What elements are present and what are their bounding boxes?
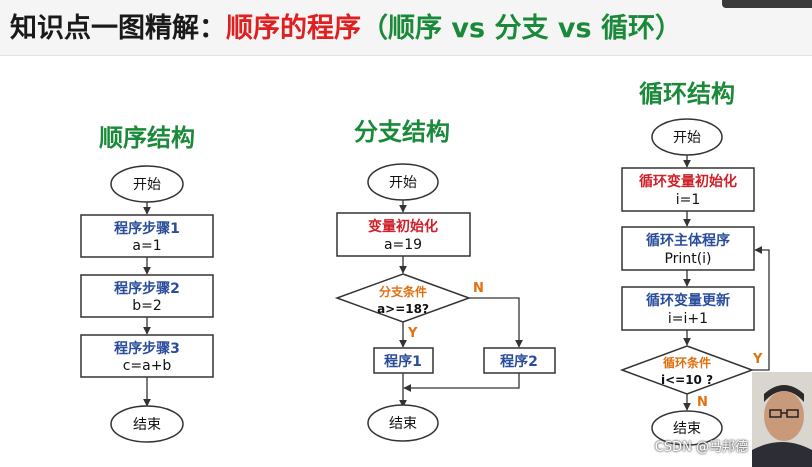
branch-start-label: 开始 (389, 175, 417, 191)
loop-body-label: 循环主体程序 (646, 232, 730, 249)
loop-start-label: 开始 (673, 130, 701, 146)
branch-yes-label: Y (407, 326, 418, 341)
branch-init-box (336, 212, 471, 257)
sequence-step3-code: c=a+b (123, 358, 172, 374)
sequence-step3-box (80, 334, 214, 378)
loop-yes-label: Y (752, 352, 763, 367)
branch-end-label: 结束 (389, 416, 417, 432)
title-part-3: （顺序 vs 分支 vs 循环） (361, 13, 682, 44)
loop-end-node (651, 410, 723, 446)
loop-init-code: i=1 (676, 192, 701, 208)
sequence-start-label: 开始 (133, 177, 161, 193)
branch-end-node (367, 404, 439, 442)
loop-structure: 循环结构 开始 循环变量初始化 i=1 循环主体程序 Print(i) 循环变量… (619, 80, 770, 446)
branch-program2-label: 程序2 (500, 353, 538, 370)
branch-init-code: a=19 (384, 237, 422, 253)
sequence-step2-label: 程序步骤2 (114, 280, 180, 297)
sequence-step3-label: 程序步骤3 (114, 340, 180, 357)
loop-update-label: 循环变量更新 (646, 292, 730, 309)
title-bar: 知识点一图精解：顺序的程序（顺序 vs 分支 vs 循环） (0, 0, 812, 56)
loop-body-code: Print(i) (664, 251, 711, 267)
loop-condition-label: 循环条件 (663, 355, 711, 370)
sequence-step1-code: a=1 (132, 238, 161, 254)
branch-program2-box (483, 347, 556, 374)
loop-title: 循环结构 (639, 80, 735, 108)
branch-program1-box (373, 347, 434, 374)
sequence-end-label: 结束 (133, 417, 161, 433)
sequence-structure: 顺序结构 开始 程序步骤1 a=1 程序步骤2 b=2 程序步骤3 c=a+b … (80, 124, 214, 443)
csdn-watermark: CSDN @马邦德 (654, 440, 748, 455)
loop-init-box (621, 167, 755, 212)
sequence-step1-label: 程序步骤1 (114, 220, 180, 237)
sequence-step2-code: b=2 (132, 298, 162, 314)
branch-title: 分支结构 (354, 118, 450, 146)
page-title: 知识点一图精解：顺序的程序（顺序 vs 分支 vs 循环） (10, 6, 682, 45)
sequence-end-node (110, 405, 184, 443)
sequence-step1-box (80, 214, 214, 258)
loop-init-label: 循环变量初始化 (639, 173, 737, 190)
loop-end-label: 结束 (673, 421, 701, 437)
branch-no-label: N (473, 281, 484, 296)
branch-program1-label: 程序1 (384, 353, 422, 370)
loop-update-code: i=i+1 (668, 311, 708, 327)
loop-condition-expr: i<=10 ? (661, 373, 713, 387)
loop-body-box (621, 226, 755, 271)
sequence-title: 顺序结构 (99, 124, 195, 152)
branch-condition-expr: a>=18? (377, 302, 429, 316)
branch-condition-label: 分支条件 (379, 284, 427, 299)
loop-update-box (621, 286, 755, 331)
title-part-2: 顺序的程序 (226, 13, 361, 44)
branch-structure: 分支结构 开始 变量初始化 a=19 分支条件 a>=18? N Y 程序1 程… (334, 118, 556, 442)
branch-init-label: 变量初始化 (368, 218, 438, 235)
window-corner-control[interactable] (722, 0, 812, 8)
title-part-1: 知识点一图精解： (10, 13, 226, 44)
loop-no-label: N (697, 395, 708, 410)
presenter-avatar (752, 372, 812, 467)
